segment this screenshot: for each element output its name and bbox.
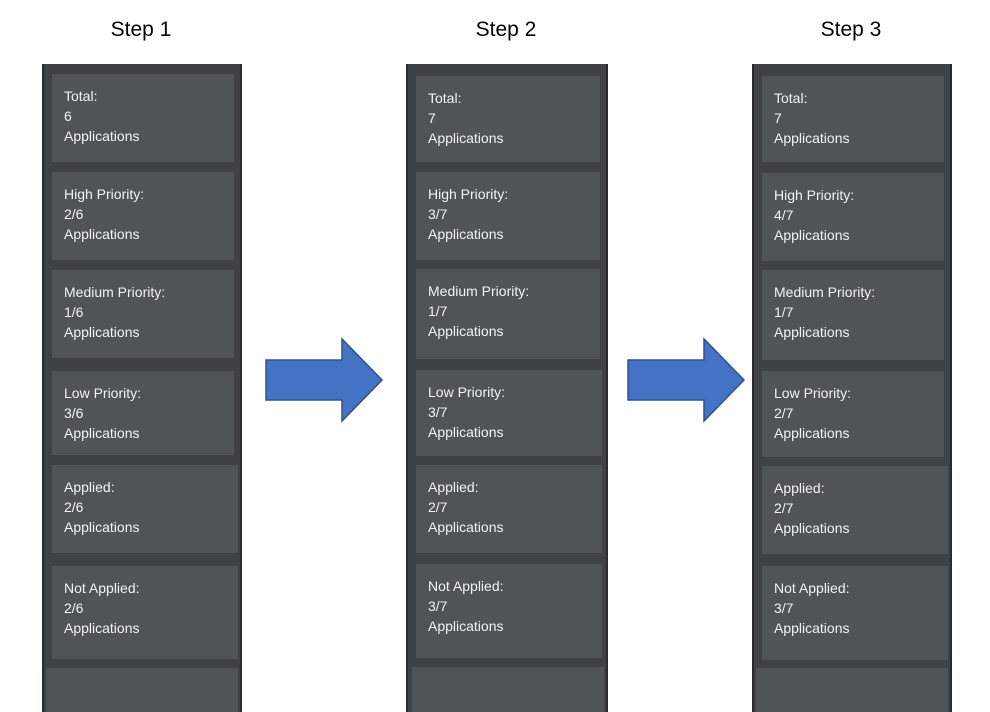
step-2-column: Total: 7 Applications High Priority: 3/7…	[406, 64, 608, 712]
card-value: 2/6	[64, 499, 84, 515]
card-value: 7	[428, 110, 436, 126]
card-unit: Applications	[428, 618, 504, 634]
card-unit: Applications	[774, 620, 850, 636]
card-value: 1/7	[428, 303, 448, 319]
medium-priority-card: Medium Priority: 1/7 Applications	[416, 269, 600, 359]
not-applied-card: Not Applied: 3/7 Applications	[762, 566, 948, 660]
total-card: Total: 7 Applications	[762, 76, 944, 162]
card-value: 3/7	[428, 206, 448, 222]
card-value: 7	[774, 110, 782, 126]
step-2-title: Step 2	[475, 18, 537, 41]
right-arrow-icon	[627, 337, 746, 423]
card-label: Not Applied:	[428, 578, 504, 594]
card-value: 3/6	[64, 405, 84, 421]
card-unit: Applications	[64, 519, 140, 535]
card-value: 3/7	[774, 600, 794, 616]
empty-card	[46, 668, 238, 712]
card-value: 2/6	[64, 206, 84, 222]
card-label: High Priority:	[428, 186, 509, 202]
empty-card	[412, 667, 604, 712]
card-unit: Applications	[428, 226, 504, 242]
card-label: Total:	[428, 90, 462, 106]
high-priority-card: High Priority: 3/7 Applications	[416, 172, 600, 260]
card-unit: Applications	[428, 424, 504, 440]
card-label: High Priority:	[64, 186, 145, 202]
total-card: Total: 7 Applications	[416, 76, 600, 162]
card-unit: Applications	[64, 324, 140, 340]
step-1-column: Total: 6 Applications High Priority: 2/6…	[42, 64, 242, 712]
card-label: Total:	[774, 90, 808, 106]
card-unit: Applications	[64, 425, 140, 441]
medium-priority-card: Medium Priority: 1/6 Applications	[52, 270, 234, 358]
card-label: Applied:	[428, 479, 479, 495]
card-value: 1/6	[64, 304, 84, 320]
card-label: High Priority:	[774, 187, 855, 203]
card-unit: Applications	[428, 323, 504, 339]
card-label: Applied:	[64, 479, 115, 495]
card-unit: Applications	[428, 130, 504, 146]
high-priority-card: High Priority: 2/6 Applications	[52, 172, 234, 260]
card-unit: Applications	[774, 324, 850, 340]
card-value: 2/7	[774, 500, 794, 516]
card-label: Low Priority:	[774, 385, 852, 401]
not-applied-card: Not Applied: 3/7 Applications	[416, 564, 602, 658]
card-value: 2/7	[428, 499, 448, 515]
step-3-column: Total: 7 Applications High Priority: 4/7…	[752, 64, 952, 712]
card-unit: Applications	[64, 226, 140, 242]
step-3-title: Step 3	[820, 18, 882, 41]
card-unit: Applications	[774, 227, 850, 243]
card-label: Not Applied:	[774, 580, 850, 596]
low-priority-card: Low Priority: 2/7 Applications	[762, 371, 944, 457]
applied-card: Applied: 2/7 Applications	[762, 466, 948, 554]
card-label: Medium Priority:	[428, 283, 530, 299]
card-unit: Applications	[428, 519, 504, 535]
card-label: Total:	[64, 88, 98, 104]
card-value: 3/7	[428, 404, 448, 420]
card-value: 4/7	[774, 207, 794, 223]
card-label: Medium Priority:	[774, 284, 876, 300]
applied-card: Applied: 2/6 Applications	[52, 465, 238, 553]
card-value: 6	[64, 108, 72, 124]
card-label: Not Applied:	[64, 580, 140, 596]
card-unit: Applications	[64, 128, 140, 144]
empty-card	[756, 668, 948, 712]
low-priority-card: Low Priority: 3/6 Applications	[52, 371, 234, 455]
card-unit: Applications	[774, 130, 850, 146]
applied-card: Applied: 2/7 Applications	[416, 465, 602, 553]
card-unit: Applications	[774, 520, 850, 536]
card-value: 2/6	[64, 600, 84, 616]
low-priority-card: Low Priority: 3/7 Applications	[416, 370, 602, 456]
high-priority-card: High Priority: 4/7 Applications	[762, 173, 944, 261]
card-unit: Applications	[64, 620, 140, 636]
step-1-title: Step 1	[110, 18, 172, 41]
medium-priority-card: Medium Priority: 1/7 Applications	[762, 270, 944, 360]
card-label: Applied:	[774, 480, 825, 496]
card-value: 3/7	[428, 598, 448, 614]
card-unit: Applications	[774, 425, 850, 441]
card-label: Low Priority:	[64, 385, 142, 401]
card-value: 1/7	[774, 304, 794, 320]
card-label: Medium Priority:	[64, 284, 166, 300]
card-label: Low Priority:	[428, 384, 506, 400]
right-arrow-icon	[265, 337, 384, 423]
not-applied-card: Not Applied: 2/6 Applications	[52, 566, 238, 659]
card-value: 2/7	[774, 405, 794, 421]
total-card: Total: 6 Applications	[52, 74, 234, 162]
